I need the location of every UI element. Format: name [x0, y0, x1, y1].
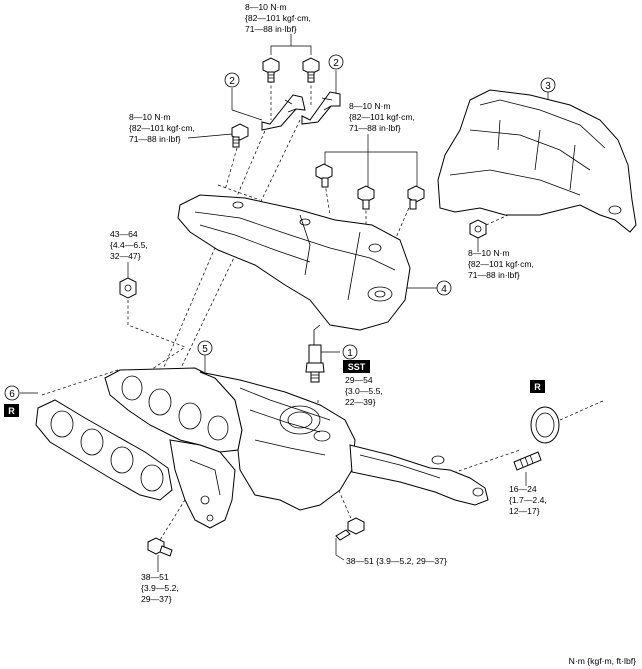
- svg-text:43—64: 43—64: [110, 229, 138, 239]
- svg-text:8—10 N·m: 8—10 N·m: [129, 112, 171, 122]
- bolt-top-left: [262, 57, 280, 83]
- svg-text:R: R: [8, 406, 15, 416]
- svg-text:6: 6: [9, 389, 15, 400]
- svg-text:{82—101 kgf·cm,: {82—101 kgf·cm,: [245, 13, 311, 23]
- svg-text:16—24: 16—24: [509, 484, 537, 494]
- torque-label-top-bolts: 8—10 N·m {82—101 kgf·cm, 71—88 in·lbf}: [245, 2, 311, 34]
- svg-text:{1.7—2.4,: {1.7—2.4,: [509, 495, 547, 505]
- torque-label-sensor: 29—54 {3.0—5.5, 22—39}: [345, 375, 383, 407]
- svg-text:71—88 in·lbf}: 71—88 in·lbf}: [349, 123, 401, 133]
- callout-3: 3: [540, 77, 556, 93]
- replace-tag-ring: R: [530, 380, 545, 393]
- callout-2-left: 2: [224, 72, 240, 88]
- bolt-insulator-3: [407, 185, 425, 210]
- svg-text:8—10 N·m: 8—10 N·m: [349, 101, 391, 111]
- svg-text:{82—101 kgf·cm,: {82—101 kgf·cm,: [129, 123, 195, 133]
- torque-label-insulator-bolts: 8—10 N·m {82—101 kgf·cm, 71—88 in·lbf}: [349, 101, 415, 133]
- svg-text:12—17}: 12—17}: [509, 506, 540, 516]
- svg-text:29—54: 29—54: [345, 375, 373, 385]
- svg-text:32—47}: 32—47}: [110, 251, 141, 261]
- svg-text:71—88 in·lbf}: 71—88 in·lbf}: [245, 24, 297, 34]
- svg-text:4: 4: [441, 284, 447, 295]
- svg-text:71—88 in·lbf}: 71—88 in·lbf}: [468, 270, 520, 280]
- svg-text:5: 5: [202, 344, 208, 355]
- svg-text:R: R: [534, 382, 541, 392]
- bracket-right: [301, 91, 341, 125]
- torque-label-left-bolt: 8—10 N·m {82—101 kgf·cm, 71—88 in·lbf}: [129, 112, 195, 144]
- svg-text:{4.4—6.5,: {4.4—6.5,: [110, 240, 148, 250]
- svg-text:{3.9—5.2,: {3.9—5.2,: [141, 583, 179, 593]
- svg-text:1: 1: [347, 348, 353, 359]
- svg-text:8—10 N·m: 8—10 N·m: [245, 2, 287, 12]
- svg-text:71—88 in·lbf}: 71—88 in·lbf}: [129, 134, 181, 144]
- leader-lines: [20, 34, 549, 572]
- bolt-insulator-1: [315, 163, 333, 188]
- bracket-left: [261, 94, 306, 131]
- callout-2-right: 2: [328, 54, 344, 70]
- heat-insulator-right: [437, 89, 637, 233]
- bolt-left: [231, 123, 249, 148]
- svg-text:29—37}: 29—37}: [141, 594, 172, 604]
- bolt-insulator-2: [357, 185, 375, 210]
- nut-manifold: [119, 277, 137, 299]
- svg-text:2: 2: [333, 58, 339, 69]
- callout-6: 6: [4, 385, 20, 401]
- svg-text:SST: SST: [348, 362, 366, 372]
- svg-text:2: 2: [229, 76, 235, 87]
- callout-4: 4: [436, 280, 452, 296]
- sst-tag: SST: [343, 360, 370, 373]
- oxygen-sensor: [305, 324, 325, 383]
- stud-bolt: [513, 451, 542, 471]
- unit-note: N·m {kgf·m, ft·lbf}: [569, 656, 636, 666]
- callout-5: 5: [197, 340, 213, 356]
- exhaust-manifold: [104, 367, 489, 529]
- torque-label-bracket-bolt: 38—51 {3.9—5.2, 29—37}: [141, 572, 179, 604]
- manifold-gasket: [35, 399, 173, 501]
- svg-text:38—51 {3.9—5.2, 29—37}: 38—51 {3.9—5.2, 29—37}: [346, 556, 447, 566]
- callout-1: 1: [342, 344, 358, 360]
- bolt-bracket: [147, 537, 173, 557]
- svg-text:{82—101 kgf·cm,: {82—101 kgf·cm,: [349, 112, 415, 122]
- bolt-top-right: [302, 57, 320, 83]
- torque-label-stud: 16—24 {1.7—2.4, 12—17}: [509, 484, 547, 516]
- svg-text:22—39}: 22—39}: [345, 397, 376, 407]
- torque-label-bottom-bolt: 38—51 {3.9—5.2, 29—37}: [346, 556, 447, 566]
- outlet-gasket-ring: [530, 406, 560, 444]
- nut-right: [469, 219, 487, 239]
- bolt-bottom: [335, 517, 365, 541]
- heat-insulator-upper: [177, 194, 411, 331]
- replace-tag-gasket: R: [4, 404, 19, 417]
- torque-label-right-nut: 8—10 N·m {82—101 kgf·cm, 71—88 in·lbf}: [468, 248, 534, 280]
- svg-text:3: 3: [545, 81, 551, 92]
- svg-text:{82—101 kgf·cm,: {82—101 kgf·cm,: [468, 259, 534, 269]
- svg-text:38—51: 38—51: [141, 572, 169, 582]
- torque-label-manifold-nut: 43—64 {4.4—6.5, 32—47}: [110, 229, 148, 261]
- svg-text:8—10 N·m: 8—10 N·m: [468, 248, 510, 258]
- svg-text:{3.0—5.5,: {3.0—5.5,: [345, 386, 383, 396]
